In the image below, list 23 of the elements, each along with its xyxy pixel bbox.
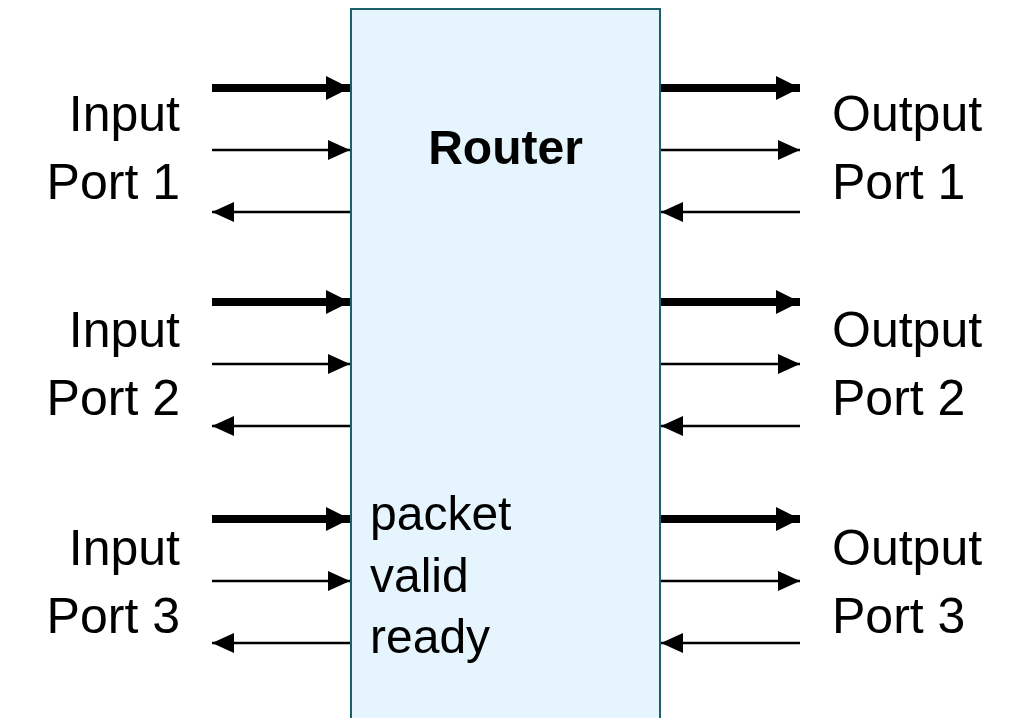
output-port-label: Output Port 2 [832,301,984,428]
arrow [212,202,350,222]
input-port-label: Input Port 1 [45,85,180,212]
arrow [661,354,800,374]
arrow [212,633,350,653]
arrow [212,140,350,160]
input-port-label: Input Port 2 [45,301,180,428]
router-box [350,8,661,718]
arrow [212,354,350,374]
output-port-label: Output Port 3 [832,519,984,646]
arrow [661,202,800,222]
arrow [212,416,350,436]
arrow [212,571,350,591]
arrow [661,416,800,436]
arrow [661,633,800,653]
input-port-label: Input Port 3 [45,519,180,646]
arrow [661,140,800,160]
router-title: Router [427,120,584,176]
arrow [661,571,800,591]
signal-name: ready [370,609,491,665]
output-port-label: Output Port 1 [832,85,984,212]
signal-name: valid [370,548,469,604]
signal-name: packet [370,486,512,542]
